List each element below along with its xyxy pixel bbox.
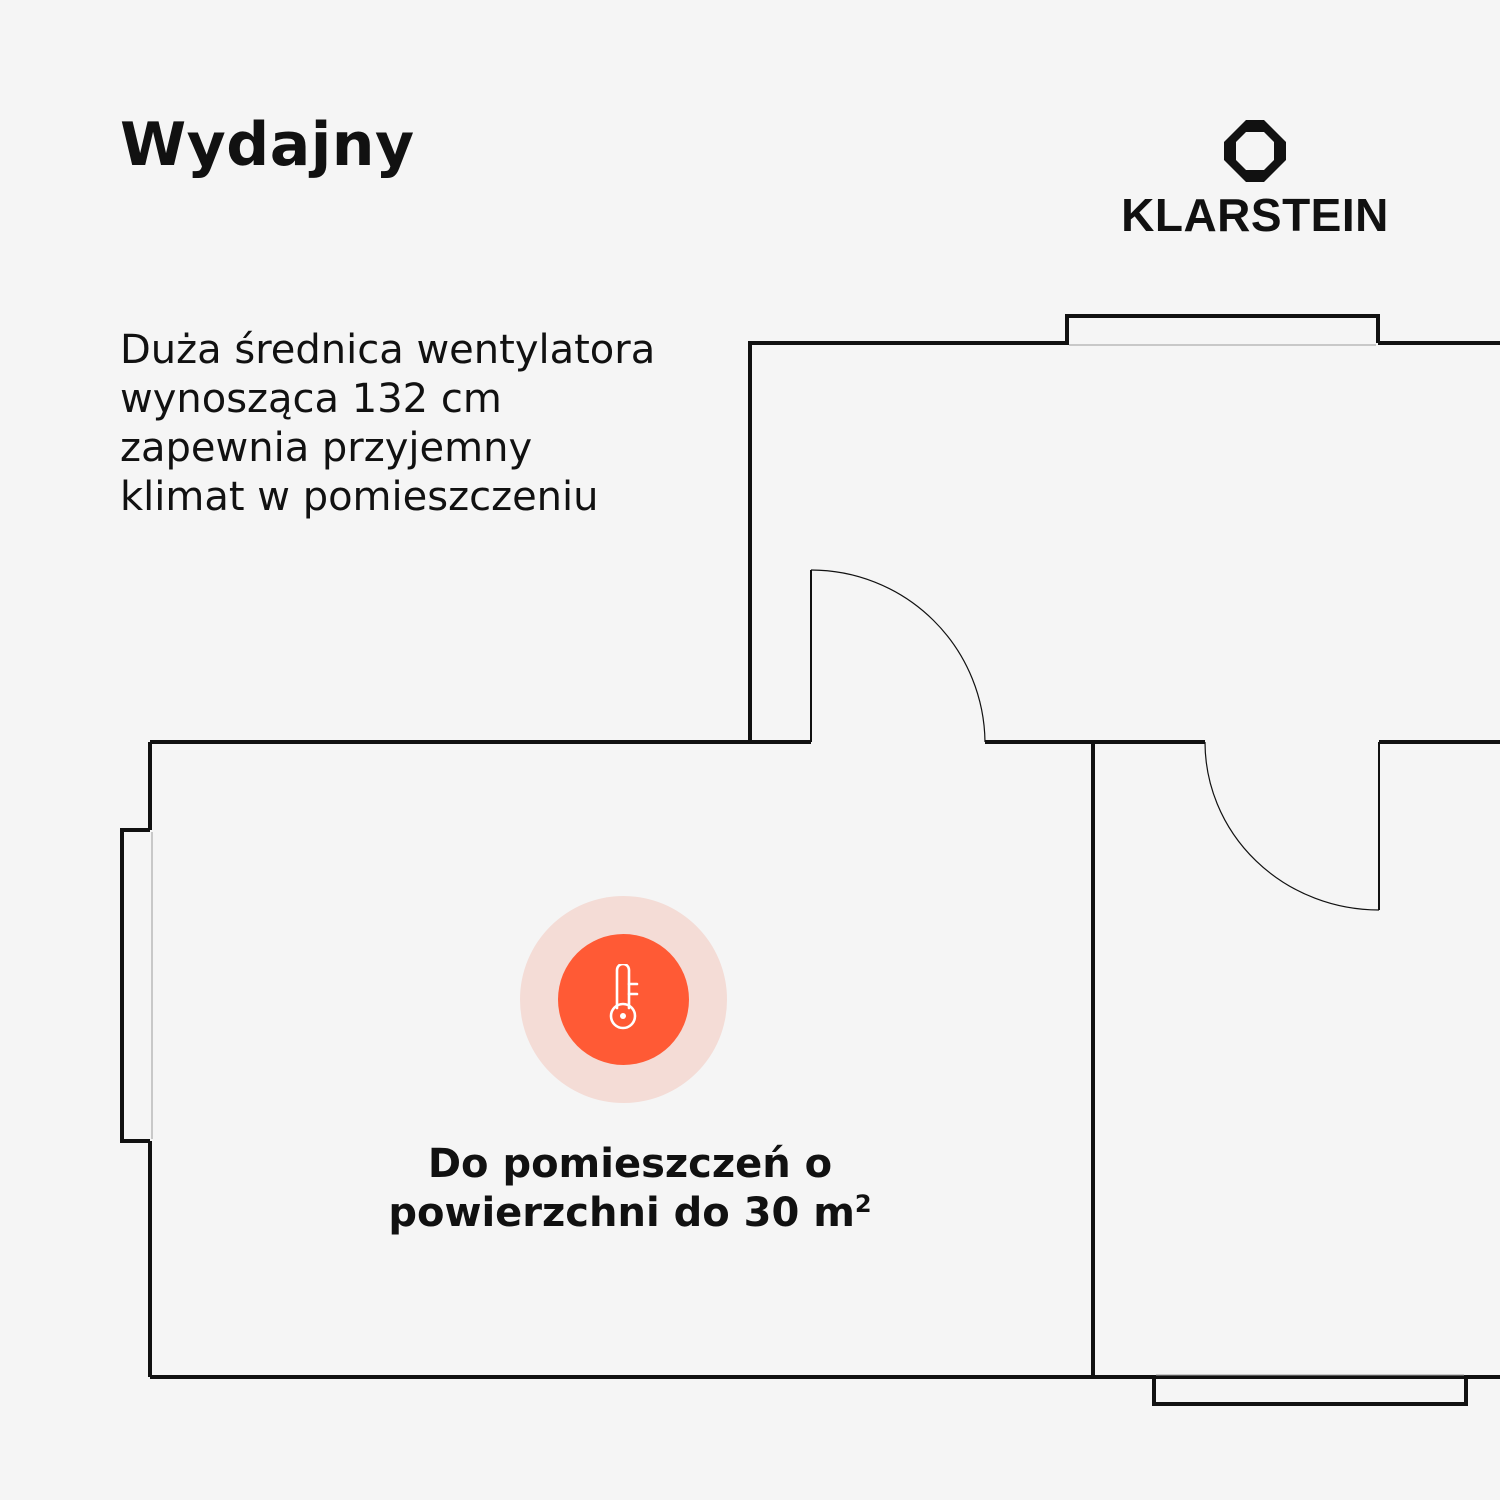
area-unit-superscript: 2 (854, 1190, 872, 1218)
left-window (120, 828, 150, 1143)
door-swing-2 (1204, 741, 1380, 911)
top-window (1044, 314, 1380, 345)
temperature-badge-core (558, 934, 689, 1065)
thermometer-icon (609, 964, 639, 1030)
brand-logo: KLARSTEIN (1120, 120, 1390, 238)
temperature-badge (520, 896, 727, 1103)
headline: Wydajny (120, 110, 415, 180)
description-line: zapewnia przyjemny (120, 425, 533, 471)
door-swing-1 (810, 569, 986, 743)
klarstein-diamond-icon (1224, 120, 1286, 182)
brand-name: KLARSTEIN (1121, 189, 1389, 241)
room-area-caption: Do pomieszczeń o powierzchni do 30 m2 (330, 1140, 930, 1238)
description-line: Duża średnica wentylatora (120, 327, 656, 373)
upper-room-wall (748, 341, 1068, 742)
area-caption-line1: Do pomieszczeń o (427, 1141, 833, 1187)
area-caption-line2: powierzchni do 30 m (388, 1190, 855, 1236)
description-line: wynosząca 132 cm (120, 376, 502, 422)
bottom-window (1152, 1377, 1468, 1406)
feature-description: Duża średnica wentylatora wynosząca 132 … (120, 326, 720, 522)
description-line: klimat w pomieszczeniu (120, 474, 599, 520)
